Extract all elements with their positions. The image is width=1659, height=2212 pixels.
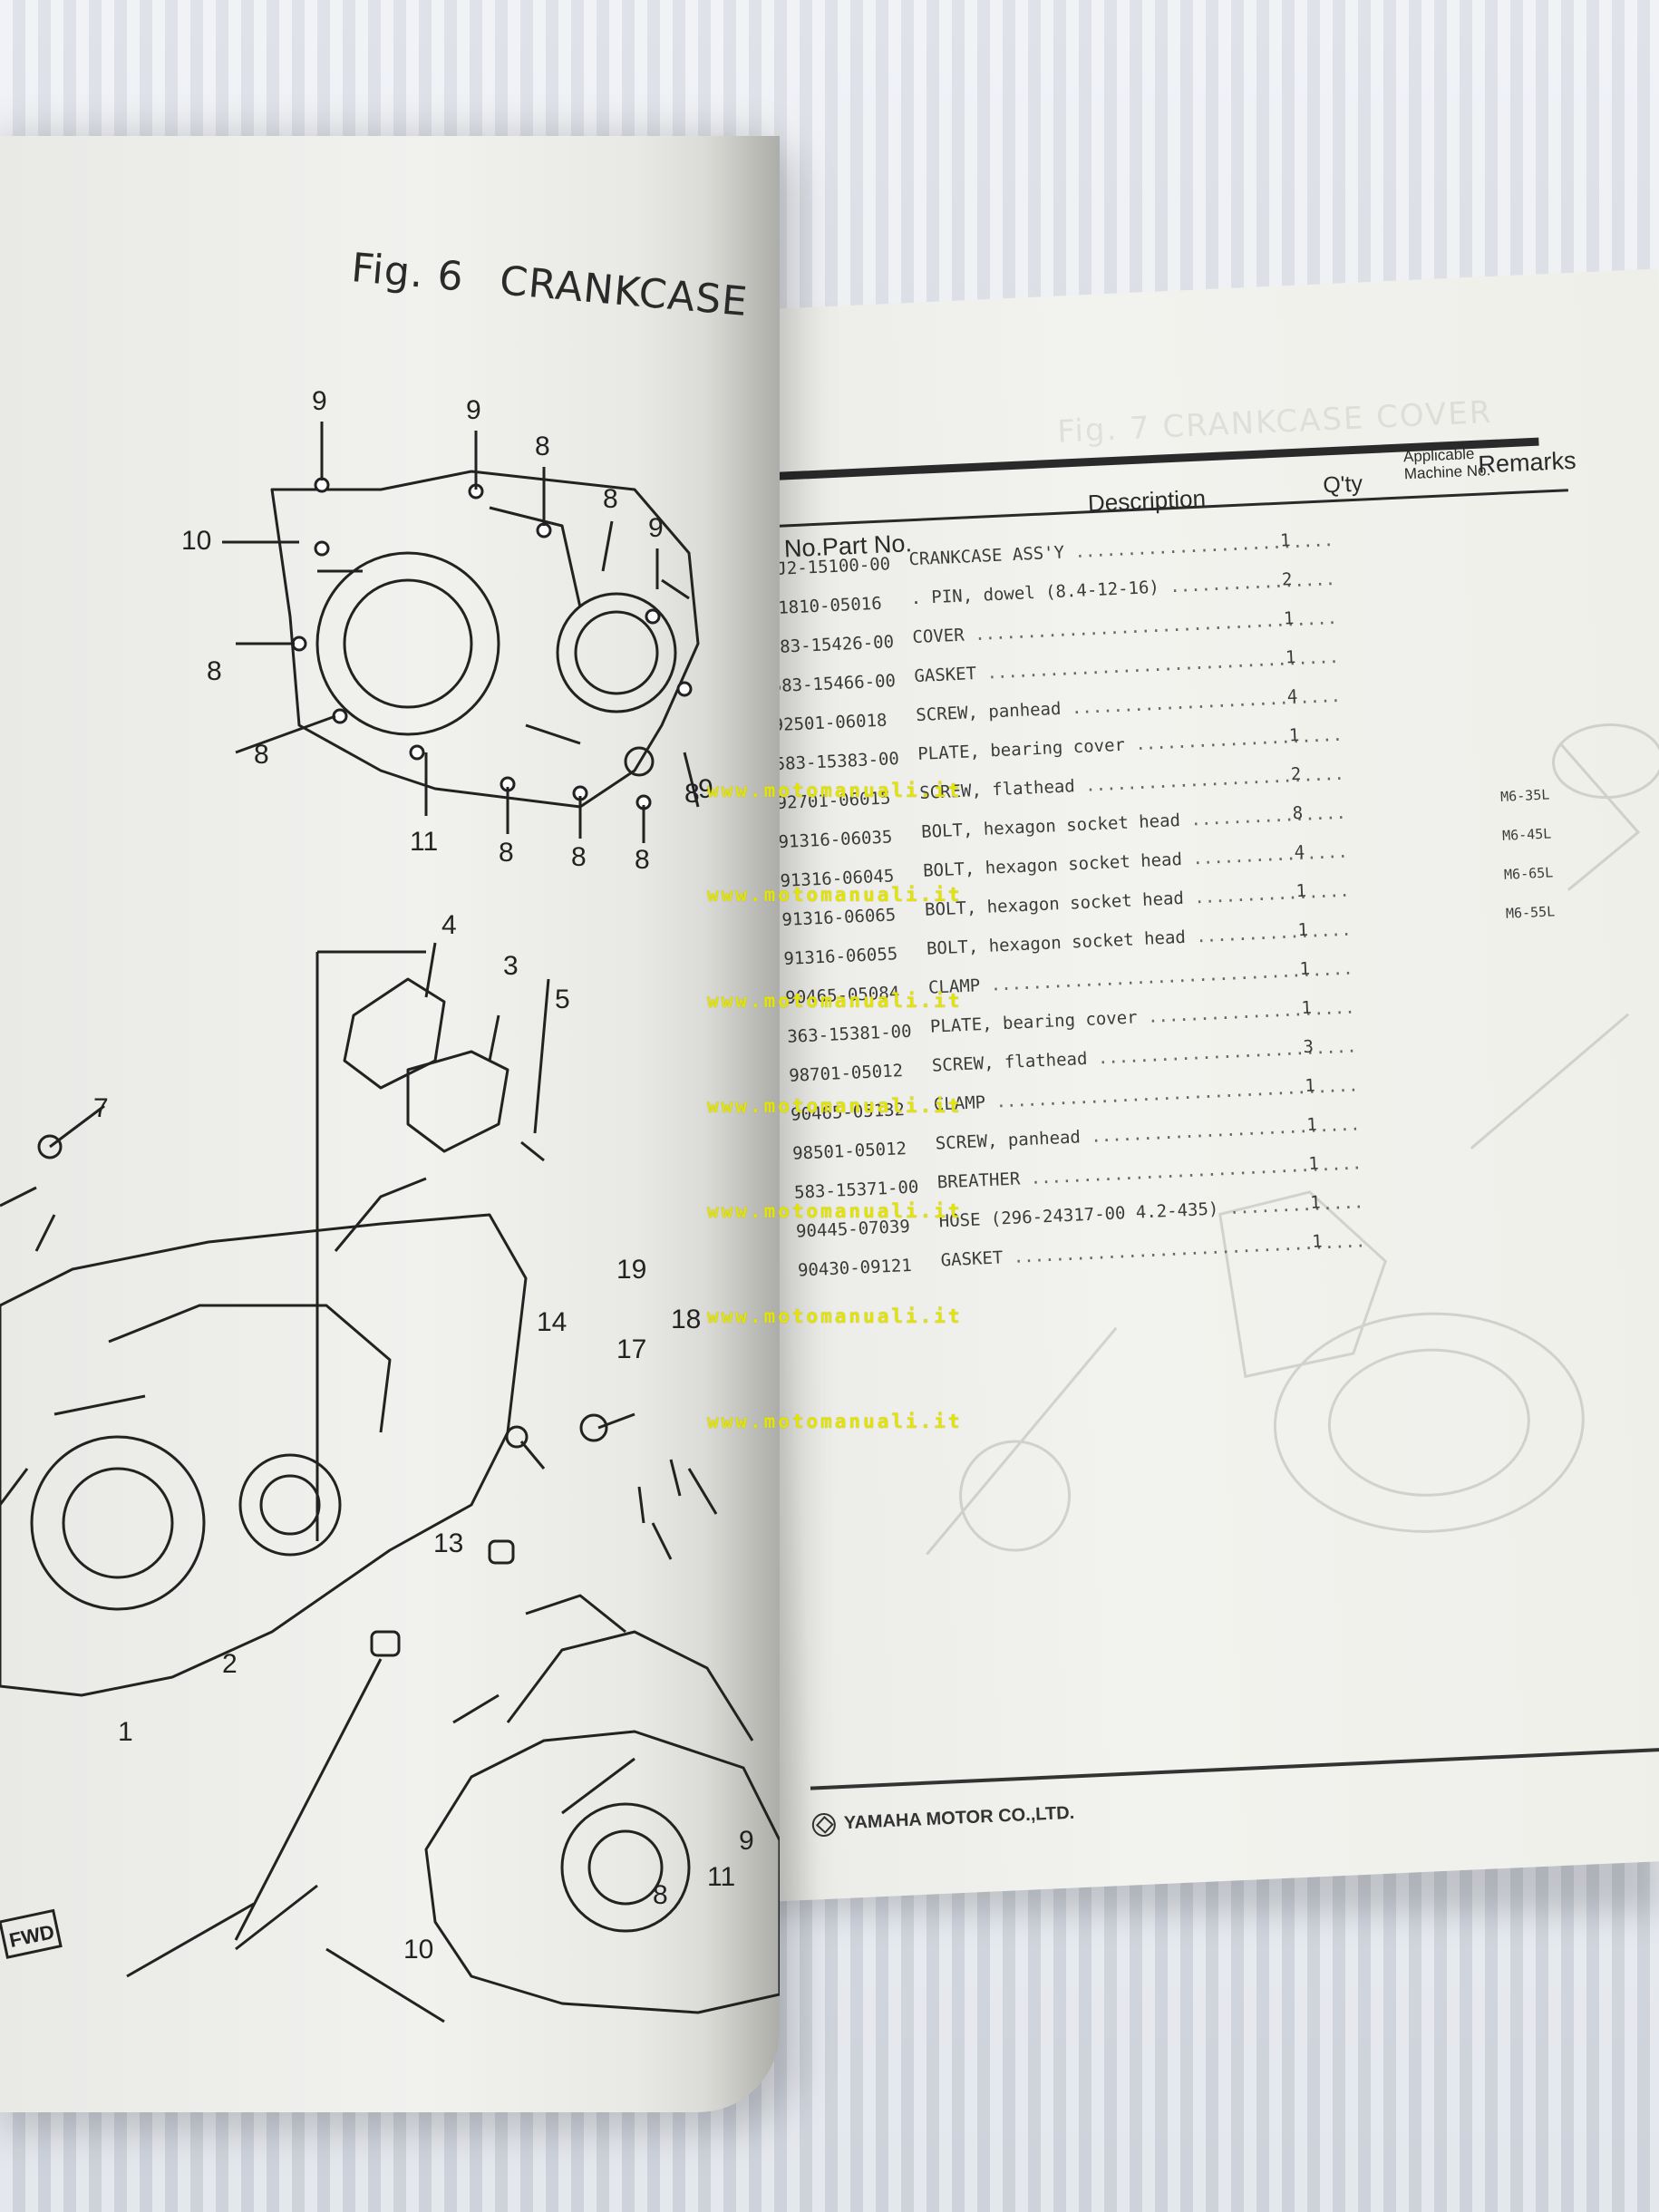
- callout-15: 4: [441, 910, 457, 940]
- leader-dots: ...............: [1181, 841, 1349, 869]
- page-curl-shade: [635, 136, 780, 2112]
- figure-number: Fig. 6: [349, 245, 466, 301]
- callout-13: 8: [635, 845, 650, 875]
- row-description: GASKET: [940, 1247, 1004, 1271]
- row-part-no: 363-15381-00: [786, 1021, 912, 1047]
- leader-dots: ................: [1159, 568, 1336, 597]
- watermark-3: www.motomanuali.it: [707, 990, 963, 1012]
- row-qty: 3: [1302, 1036, 1315, 1058]
- left-page: [0, 136, 780, 2112]
- callout-20: 14: [537, 1307, 567, 1337]
- callout-8: 8: [254, 740, 269, 770]
- fwd-badge: FWD: [0, 1908, 63, 1959]
- fwd-label: FWD: [7, 1920, 56, 1952]
- row-qty: 1: [1311, 1231, 1324, 1252]
- row-qty: 1: [1283, 608, 1295, 629]
- row-qty: 8: [1292, 802, 1304, 824]
- callout-23: 13: [433, 1528, 463, 1558]
- watermark-5: www.motomanuali.it: [707, 1200, 963, 1222]
- row-remark: M6-45L: [1501, 825, 1552, 844]
- row-part-no: 91316-06065: [781, 905, 897, 931]
- row-qty: 4: [1286, 685, 1298, 707]
- callout-3: 8: [535, 432, 550, 461]
- row-part-no: 90430-09121: [797, 1255, 913, 1281]
- yamaha-logo-icon: [811, 1812, 837, 1838]
- callout-27: 11: [707, 1862, 735, 1892]
- header-remarks: Remarks: [1477, 446, 1577, 479]
- row-description: SCREW, flathead: [931, 1048, 1088, 1076]
- callout-28: 8: [653, 1880, 668, 1910]
- row-description: SCREW, panhead: [915, 698, 1062, 726]
- row-remark: M6-55L: [1505, 903, 1556, 922]
- callout-9: 8: [684, 779, 700, 809]
- leader-dots: .............: [1218, 1192, 1364, 1219]
- row-qty: 1: [1300, 997, 1313, 1019]
- callout-17: 5: [555, 985, 570, 1014]
- row-description: SCREW, panhead: [935, 1127, 1082, 1154]
- row-qty: 2: [1281, 569, 1293, 590]
- upper-crankcase-outline: [270, 470, 700, 809]
- leader-dots: ...............: [1183, 880, 1351, 908]
- callout-7: 8: [603, 484, 618, 514]
- row-part-no: 98501-05012: [791, 1139, 907, 1164]
- header-description: Description: [1087, 484, 1207, 518]
- callout-24: 2: [222, 1649, 238, 1679]
- row-description: COVER: [912, 625, 965, 648]
- header-qty: Q'ty: [1322, 471, 1363, 499]
- row-qty: 4: [1294, 841, 1305, 863]
- callout-4: 10: [181, 526, 211, 556]
- callout-2: 9: [466, 395, 481, 425]
- row-qty: 1: [1279, 530, 1292, 551]
- callout-6: 9: [648, 513, 664, 543]
- cover-outline: [406, 1050, 509, 1153]
- gasket-outline: [343, 977, 446, 1090]
- watermark-4: www.motomanuali.it: [707, 1095, 963, 1117]
- row-qty: 1: [1299, 958, 1311, 980]
- callout-29: 10: [403, 1935, 433, 1965]
- row-part-no: 583-15371-00: [793, 1177, 919, 1203]
- row-remark: M6-35L: [1499, 786, 1550, 805]
- watermark-7: www.motomanuali.it: [707, 1411, 963, 1432]
- row-qty: 1: [1295, 880, 1307, 902]
- row-qty: 1: [1309, 1192, 1322, 1213]
- watermark-2: www.motomanuali.it: [707, 884, 963, 906]
- right-crankcase-half: [424, 1730, 780, 2014]
- row-description: BREATHER: [936, 1169, 1021, 1193]
- leader-dots: ...............: [1185, 919, 1353, 947]
- crankcase-exploded-diagram: FWD 9 9 8 10 8 9 8 8 8 11 8 8 8 9 4 3 5 …: [0, 386, 780, 2023]
- callout-1: 9: [312, 386, 327, 416]
- callout-18: 7: [93, 1093, 109, 1123]
- row-qty: 1: [1304, 1075, 1316, 1097]
- row-qty: 1: [1297, 919, 1309, 941]
- callout-16: 3: [503, 951, 519, 981]
- callout-12: 8: [571, 842, 587, 872]
- left-crankcase-half: [0, 1213, 528, 1697]
- row-qty: 1: [1288, 724, 1300, 746]
- callout-11: 8: [499, 838, 514, 868]
- row-qty: 1: [1285, 647, 1296, 668]
- row-qty: 1: [1305, 1114, 1318, 1136]
- row-description: CRANKCASE ASS'Y: [908, 542, 1065, 570]
- row-description: GASKET: [913, 664, 977, 687]
- callout-19: 19: [616, 1255, 646, 1285]
- footer-brand-text: YAMAHA MOTOR CO.,LTD.: [843, 1802, 1075, 1834]
- bleedthrough-drawing: [926, 723, 1659, 1556]
- row-remark: M6-65L: [1503, 864, 1554, 883]
- row-part-no: 98701-05012: [788, 1061, 904, 1086]
- right-page: Fig. 7 CRANKCASE COVER Ref. No. Part No.…: [689, 268, 1659, 1903]
- watermark-6: www.motomanuali.it: [707, 1305, 963, 1327]
- row-part-no: 91316-06055: [782, 944, 898, 969]
- callout-26: 9: [739, 1826, 754, 1856]
- callout-5: 8: [207, 656, 222, 686]
- watermark-1: www.motomanuali.it: [707, 780, 963, 801]
- callout-25: 1: [118, 1717, 133, 1747]
- callout-14: 9: [698, 774, 713, 804]
- callout-21: 18: [671, 1305, 701, 1334]
- footer-brand: YAMAHA MOTOR CO.,LTD.: [811, 1801, 1075, 1838]
- callout-22: 17: [616, 1334, 646, 1364]
- row-qty: 1: [1307, 1153, 1320, 1174]
- callout-10: 11: [410, 827, 438, 857]
- row-qty: 2: [1290, 763, 1302, 785]
- leader-dots: ...............: [1179, 802, 1347, 830]
